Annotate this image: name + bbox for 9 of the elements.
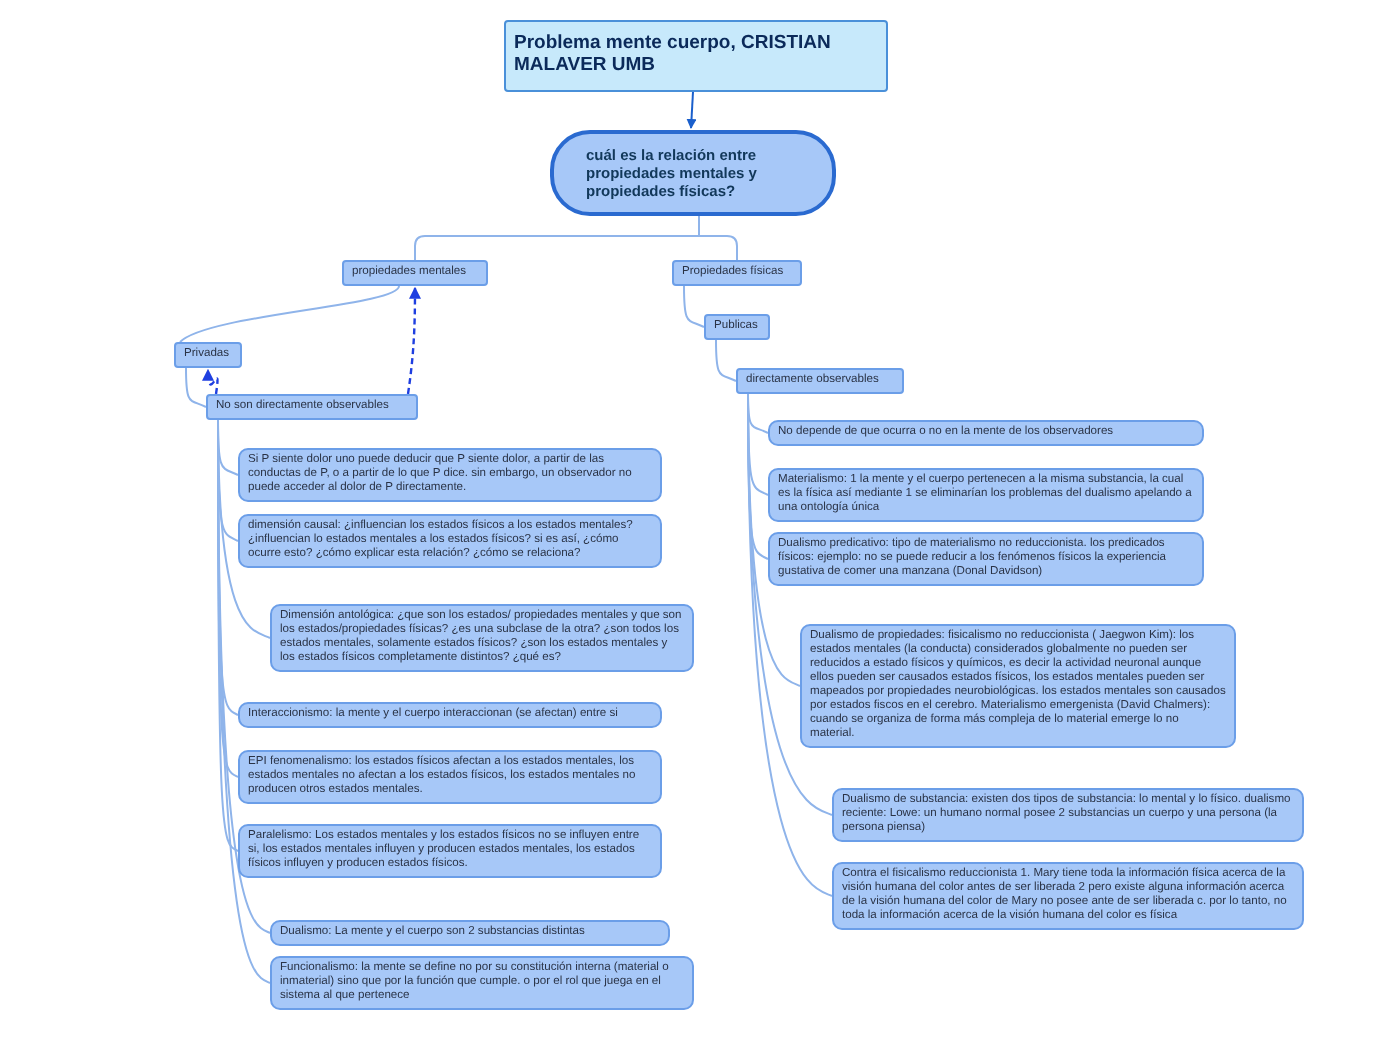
connector-line xyxy=(185,367,207,408)
dashed-arrow xyxy=(406,286,421,395)
title-box: Problema mente cuerpo, CRISTIAN MALAVER UMB xyxy=(504,20,888,92)
dashed-arrow xyxy=(202,368,219,395)
arrow xyxy=(686,91,697,129)
connector-line xyxy=(715,339,737,382)
connector-line xyxy=(747,393,833,897)
connector-line xyxy=(683,285,705,328)
connector-line xyxy=(179,285,400,343)
